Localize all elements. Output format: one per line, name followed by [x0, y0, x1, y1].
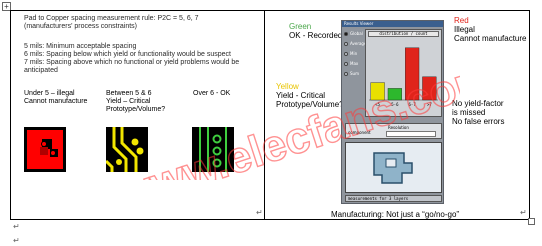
callout-green-line: OK - Recorded	[289, 31, 343, 40]
callout-yellow-line: Prototype/Volume?	[276, 100, 344, 109]
board-critical-image	[106, 127, 148, 172]
callout-noyield-line: No false errors	[452, 117, 505, 126]
chart-tick-label: >7	[427, 102, 432, 107]
option-radio[interactable]: Sum	[344, 69, 364, 79]
rule-header: Pad to Copper spacing measurement rule: …	[24, 15, 259, 31]
paragraph-mark: ↵	[520, 208, 527, 217]
board-illegal-image	[24, 127, 66, 172]
window-title: Results Viewer	[342, 21, 443, 27]
option-radio[interactable]: Max	[344, 59, 364, 69]
option-label: Sum	[350, 71, 359, 76]
callout-noyield: No yield-factor is missed No false error…	[452, 99, 504, 126]
callout-red: Red Illegal Cannot manufacture	[454, 16, 527, 43]
band-line: Cannot manufacture	[24, 98, 88, 105]
paragraph-mark: ↵	[256, 208, 263, 217]
chart-tick-label: <5	[375, 102, 380, 107]
option-radio[interactable]: Global	[344, 29, 364, 39]
chart-bar	[370, 82, 385, 101]
caption: Manufacturing: Not just a “go/no-go”	[331, 210, 460, 219]
component-panel: component Resolution	[345, 123, 442, 139]
layout-preview-image	[346, 143, 441, 192]
option-label: Global	[350, 31, 363, 36]
callout-green: Green OK - Recorded	[289, 22, 342, 40]
band-line: Over 6 - OK	[193, 90, 231, 97]
callout-green-title: Green	[289, 22, 312, 31]
board-ok-image	[192, 127, 234, 172]
document-table	[10, 10, 530, 220]
callout-noyield-line: No yield-factor	[452, 99, 504, 108]
callout-red-line: Illegal	[454, 25, 475, 34]
chart-tick-label: 6-7	[409, 102, 417, 107]
rule-item: 6 mils: Spacing below which yield or fun…	[24, 51, 231, 58]
callout-red-line: Cannot manufacture	[454, 34, 527, 43]
callout-noyield-line: is missed	[452, 108, 486, 117]
option-radio[interactable]: Average	[344, 39, 367, 49]
band-label-critical: Between 5 & 6 Yield – Critical Prototype…	[106, 90, 176, 114]
chart-tick-label: 5-6	[391, 102, 399, 107]
resolution-field[interactable]	[386, 131, 436, 137]
option-group: Global Average Min Max Sum	[344, 29, 367, 79]
chart-header: distribution / count	[368, 31, 439, 37]
chart-bar	[387, 88, 402, 101]
option-label: Average	[350, 41, 367, 46]
band-line: Between 5 & 6	[106, 90, 152, 97]
band-label-ok: Over 6 - OK	[193, 90, 263, 98]
resolution-label: Resolution	[388, 125, 409, 130]
band-label-illegal: Under 5 – illegal Cannot manufacture	[24, 90, 94, 106]
rule-header-line: Pad to Copper spacing measurement rule: …	[24, 15, 199, 22]
option-label: Min	[350, 51, 358, 56]
paragraph-mark: ↵	[13, 222, 20, 231]
results-viewer-window: Results Viewer Global Average Min Max Su…	[341, 20, 444, 204]
callout-yellow: Yellow Yield - Critical Prototype/Volume…	[276, 82, 344, 109]
distribution-bar-chart: <5 5-6 6-7 >7	[369, 47, 438, 107]
rule-item: 7 mils: Spacing above which no functiona…	[24, 59, 240, 74]
layout-viewer[interactable]	[345, 142, 442, 193]
callout-red-title: Red	[454, 16, 469, 25]
table-resize-handle[interactable]	[528, 218, 535, 225]
component-label: component	[348, 130, 371, 135]
option-label: Max	[350, 61, 359, 66]
table-move-handle[interactable]: +	[2, 2, 11, 11]
chart-bar	[405, 47, 420, 101]
rule-header-line: (manufacturers' process constraints)	[24, 23, 137, 30]
band-line: Prototype/Volume?	[106, 106, 166, 113]
option-radio[interactable]: Min	[344, 49, 364, 59]
band-line: Yield – Critical	[106, 98, 151, 105]
column-divider	[264, 10, 265, 220]
band-line: Under 5 – illegal	[24, 90, 75, 97]
callout-yellow-title: Yellow	[276, 82, 299, 91]
rules-list: 5 mils: Minimum acceptable spacing 6 mil…	[24, 43, 264, 75]
callout-yellow-line: Yield - Critical	[276, 91, 326, 100]
chart-bar	[422, 76, 437, 101]
distribution-chart-panel: distribution / count <5 5-6 6-7 >7	[365, 29, 442, 117]
paragraph-mark: ↵	[13, 236, 20, 245]
status-bar: measurements for 3 layers	[345, 195, 442, 202]
rule-item: 5 mils: Minimum acceptable spacing	[24, 43, 137, 50]
